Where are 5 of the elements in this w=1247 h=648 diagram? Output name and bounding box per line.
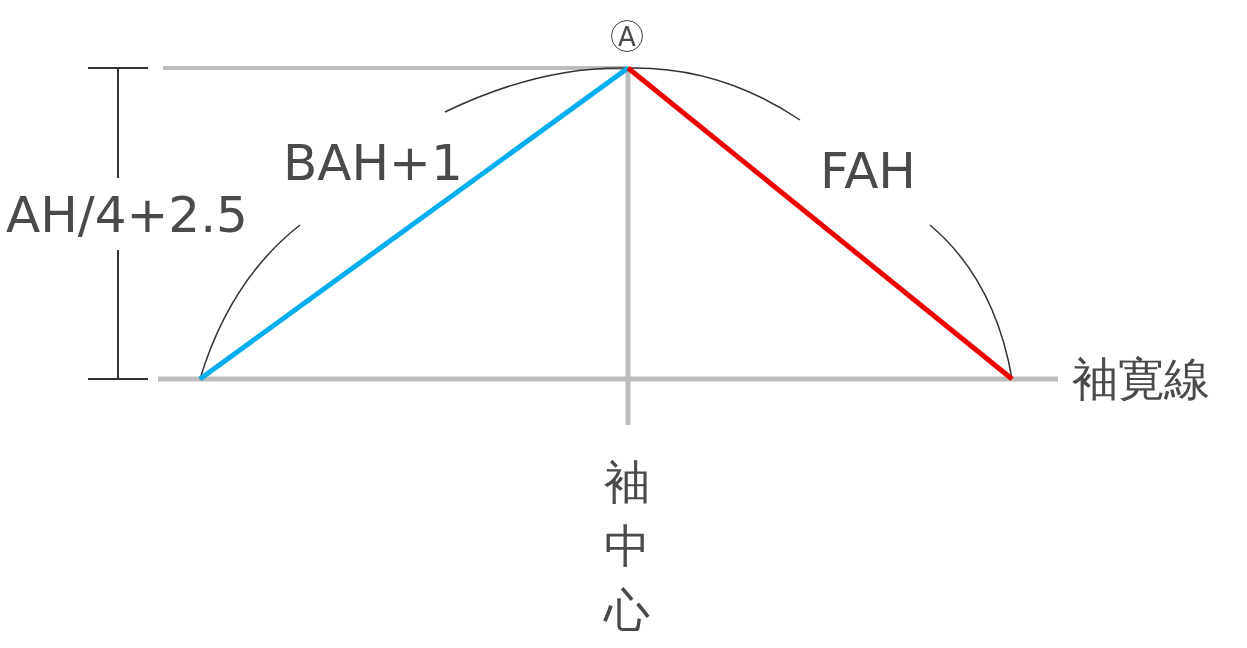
line-label: 袖寛線 — [1072, 356, 1210, 402]
line-label: 袖中心 — [604, 454, 651, 639]
measurement-label: BAH+1 — [283, 138, 463, 188]
measurement-label: FAH — [820, 146, 916, 196]
dimension-label: AH/4+2.5 — [6, 190, 248, 240]
